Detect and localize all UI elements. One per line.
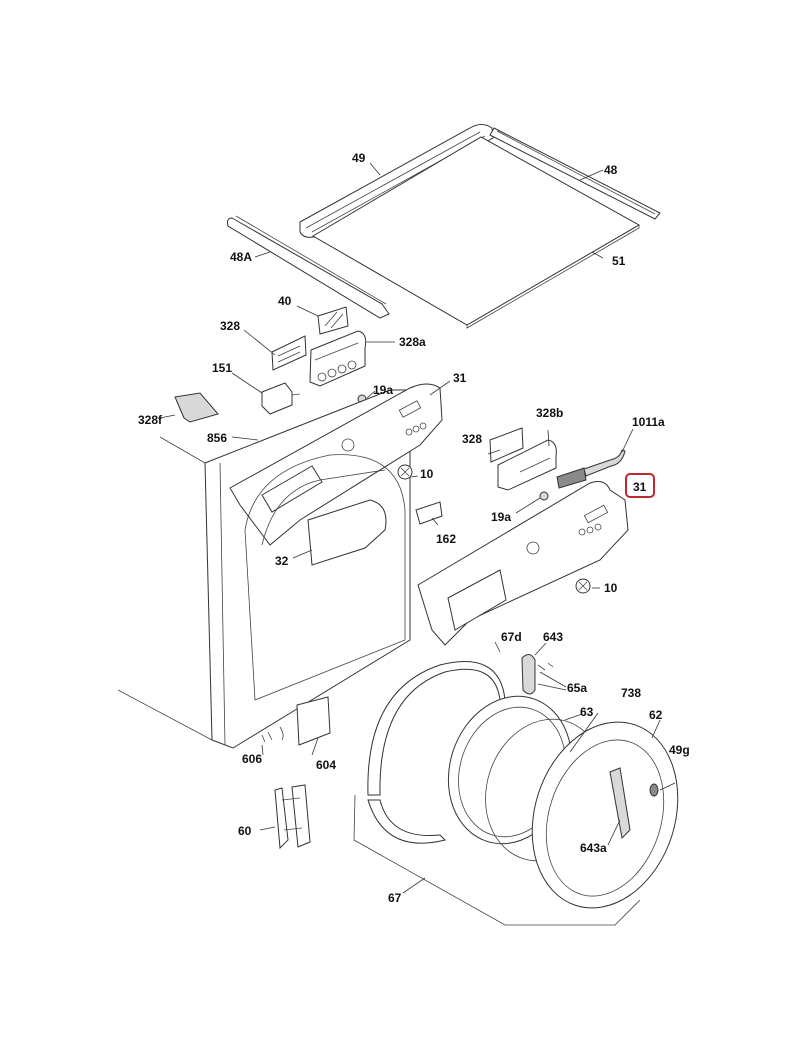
highlight-box-31 <box>625 473 655 498</box>
label-48[interactable]: 48 <box>604 163 618 177</box>
label-19a-right[interactable]: 19a <box>491 510 511 524</box>
part-31-control-panel-right[interactable] <box>417 481 629 646</box>
part-10-knob-left[interactable] <box>397 464 413 480</box>
label-65a[interactable]: 65a <box>567 681 587 695</box>
part-19a-button-right[interactable] <box>539 491 549 501</box>
label-31-left[interactable]: 31 <box>453 371 467 385</box>
part-328a-button-board[interactable] <box>309 330 367 387</box>
label-67[interactable]: 67 <box>388 891 402 905</box>
part-67-front-panel[interactable] <box>353 794 641 926</box>
label-643a[interactable]: 643a <box>580 841 607 855</box>
part-51-top-panel[interactable] <box>312 136 641 329</box>
label-151[interactable]: 151 <box>212 361 232 375</box>
label-856[interactable]: 856 <box>207 431 227 445</box>
part-40-window[interactable] <box>317 306 349 335</box>
part-328b-button-board[interactable] <box>497 439 557 491</box>
label-738[interactable]: 738 <box>621 686 641 700</box>
label-328a[interactable]: 328a <box>399 335 426 349</box>
label-10-top[interactable]: 10 <box>420 467 434 481</box>
part-49g-button[interactable] <box>649 783 659 797</box>
label-49g[interactable]: 49g <box>669 743 690 757</box>
part-60-hinge[interactable] <box>274 784 311 850</box>
label-1011a[interactable]: 1011a <box>632 415 665 429</box>
part-62-outer-door-ring[interactable] <box>509 703 701 927</box>
part-604-filter-cover[interactable] <box>296 696 331 746</box>
label-60[interactable]: 60 <box>238 824 252 838</box>
part-328-label-plate-right[interactable] <box>489 427 524 463</box>
part-32-detergent-drawer[interactable] <box>307 499 387 566</box>
label-63[interactable]: 63 <box>580 705 594 719</box>
label-162[interactable]: 162 <box>436 532 456 546</box>
label-328b[interactable]: 328b <box>536 406 563 420</box>
label-328f[interactable]: 328f <box>138 413 163 427</box>
part-31-control-panel-left[interactable] <box>229 383 443 546</box>
part-151-switch[interactable] <box>261 382 301 415</box>
part-labels: 49 48 48A 51 40 328 328a 151 19a 31 328f… <box>138 151 690 905</box>
label-31-right-highlighted[interactable]: 31 <box>633 480 647 494</box>
part-328f-label[interactable] <box>174 392 219 423</box>
front-panel-door-area <box>244 454 406 701</box>
label-19a-top[interactable]: 19a <box>373 383 393 397</box>
part-162-door-lock[interactable] <box>415 501 443 525</box>
leader-lines <box>159 162 676 894</box>
label-62[interactable]: 62 <box>649 708 663 722</box>
part-48A-front-rail[interactable] <box>227 215 390 319</box>
part-643a-handle[interactable] <box>609 767 631 840</box>
label-10-right[interactable]: 10 <box>604 581 618 595</box>
part-65a-screws[interactable] <box>537 662 554 671</box>
label-40[interactable]: 40 <box>278 294 292 308</box>
part-1011a-ribbon-cable[interactable] <box>556 449 626 489</box>
part-328-label-plate[interactable] <box>271 335 307 371</box>
label-328-right[interactable]: 328 <box>462 432 482 446</box>
label-32[interactable]: 32 <box>275 554 289 568</box>
label-49[interactable]: 49 <box>352 151 366 165</box>
part-10-knob-right[interactable] <box>575 578 591 594</box>
label-643[interactable]: 643 <box>543 630 563 644</box>
part-48-side-rail[interactable] <box>489 127 661 220</box>
label-604[interactable]: 604 <box>316 758 336 772</box>
part-606-spring[interactable] <box>261 726 284 743</box>
label-48A[interactable]: 48A <box>230 250 252 264</box>
part-643-hinge-cover[interactable] <box>521 654 536 695</box>
label-606[interactable]: 606 <box>242 752 262 766</box>
label-67d[interactable]: 67d <box>501 630 522 644</box>
label-328-left[interactable]: 328 <box>220 319 240 333</box>
label-51[interactable]: 51 <box>612 254 626 268</box>
